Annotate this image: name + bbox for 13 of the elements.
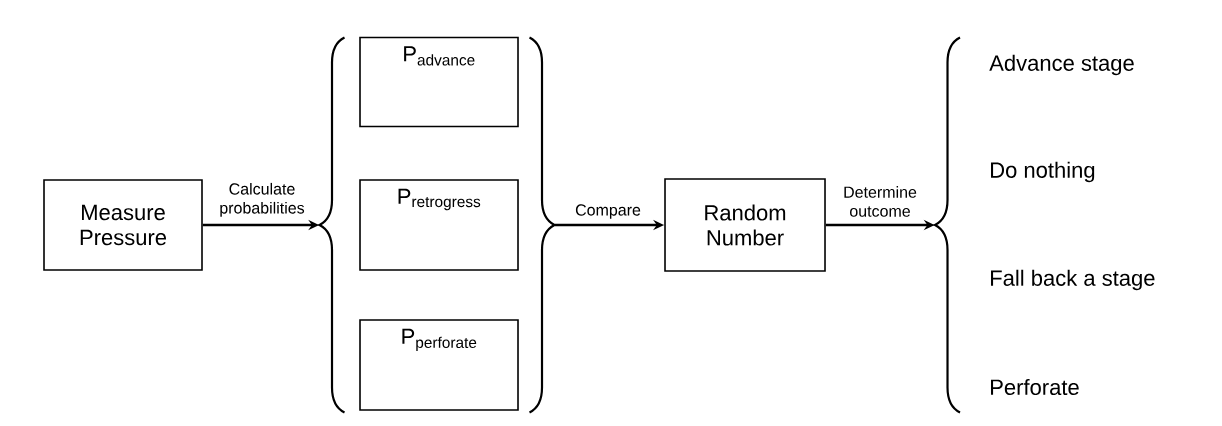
edge-label: Compare <box>575 204 641 219</box>
process-box: Random Number <box>664 178 826 272</box>
probability-box: $\mathrm{P}_{\mathrm{perforate}}$ <box>359 319 519 411</box>
outcome-text: Perforate <box>991 378 1079 396</box>
process-box: Measure Pressure <box>43 179 203 271</box>
outcome-text: Advance stage <box>989 54 1134 76</box>
edge-label: Determine outcome <box>844 186 917 217</box>
probability-box: $\mathrm{P}_{\mathrm{advance}}$ <box>359 36 519 128</box>
edge-label: Calculate probabilities <box>220 182 305 217</box>
outcome-text: Fall back a stage <box>991 269 1155 291</box>
brace-pair <box>318 36 556 414</box>
outcome-text: Do nothing <box>991 161 1095 183</box>
probability-box: $\mathrm{P}_{\mathrm{retrogress}}$ <box>359 179 519 271</box>
